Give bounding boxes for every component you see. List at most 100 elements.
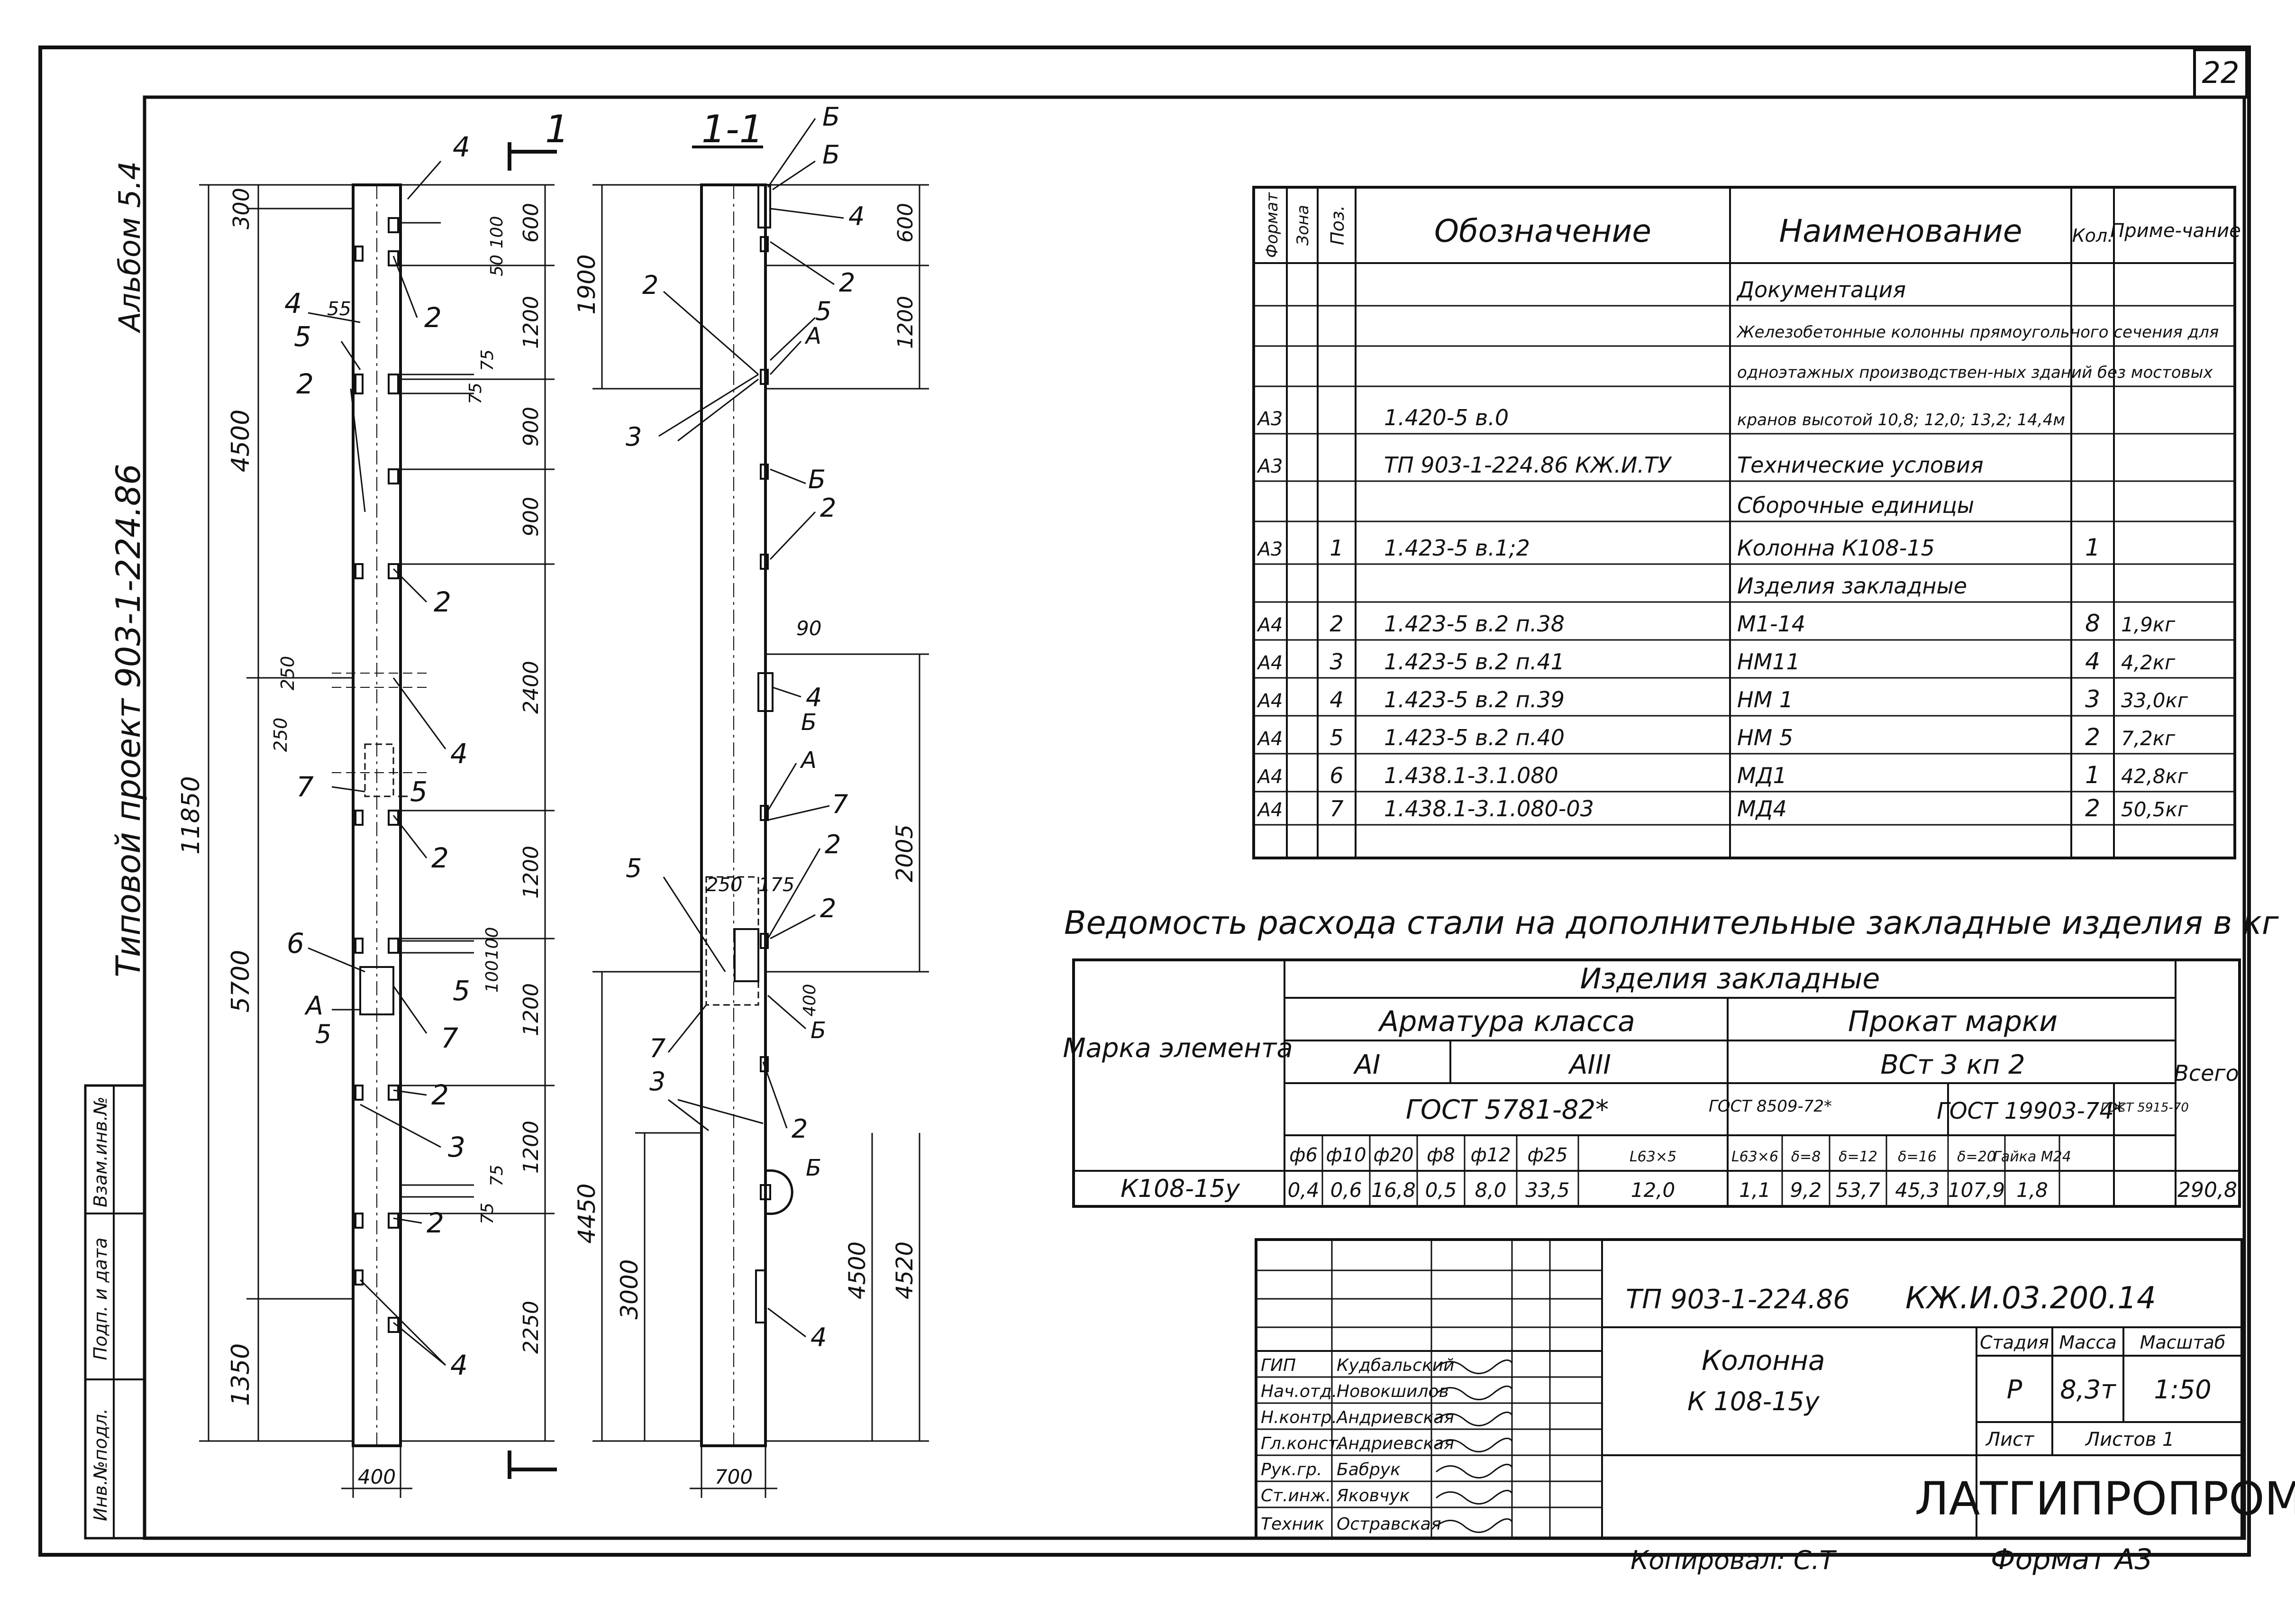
- svg-text:7: 7: [296, 771, 314, 803]
- steel-gost-19903: ГОСТ 19903-74*: [1937, 1098, 2125, 1124]
- svg-text:2: 2: [424, 301, 442, 334]
- steel-table: Марка элемента Изделия закладные Арматур…: [1063, 958, 2241, 1208]
- steel-col-4: ф12: [1470, 1144, 1511, 1166]
- steel-total-header: Всего: [2174, 1060, 2239, 1086]
- steel-val-8: 9,2: [1790, 1178, 1822, 1202]
- spec-cell-des: 1.423-5 в.1;2: [1384, 535, 1530, 561]
- svg-text:3: 3: [448, 1131, 465, 1163]
- spec-cell-pos: 7: [1330, 796, 1343, 821]
- section-view: 1-1 1: [573, 102, 929, 1498]
- stamp-name: Андриевская: [1336, 1408, 1454, 1427]
- spec-cell-des: 1.423-5 в.2 п.38: [1384, 611, 1565, 637]
- stamp-stage: Р: [2007, 1375, 2022, 1405]
- steel-val-9: 53,7: [1836, 1178, 1880, 1202]
- spec-cell-fmt: А4: [1257, 799, 1283, 821]
- svg-text:100: 100: [483, 927, 502, 960]
- svg-text:100: 100: [483, 960, 502, 993]
- outer-frame: [38, 46, 2251, 1557]
- svg-text:175: 175: [758, 874, 794, 896]
- stamp-title-1: Колонна: [1702, 1344, 1825, 1377]
- steel-val-11: 107,9: [1948, 1178, 2005, 1202]
- front-rdim-8: 2250: [519, 1301, 543, 1354]
- svg-text:75: 75: [478, 1203, 497, 1224]
- stamp-role: Рук.гр.: [1261, 1460, 1322, 1479]
- svg-text:Б: Б: [808, 465, 826, 494]
- svg-text:250: 250: [706, 874, 742, 896]
- margin-sign: Подп. и дата: [90, 1238, 111, 1360]
- spec-cell-fmt: А3: [1257, 456, 1283, 477]
- stamp-title-2: К 108-15у: [1687, 1387, 1820, 1416]
- spec-cell-fmt: А3: [1257, 408, 1283, 430]
- steel-class-a1: AI: [1353, 1049, 1381, 1080]
- sheet-number-box: [2193, 48, 2248, 99]
- steel-val-10: 45,3: [1895, 1178, 1940, 1202]
- svg-text:7: 7: [832, 789, 848, 819]
- stamp-name: Остравская: [1337, 1515, 1441, 1534]
- spec-cell-qty: 1: [2085, 761, 2100, 789]
- spec-cell-name: Железобетонные колонны прямоугольного се…: [1736, 323, 2219, 342]
- steel-val-2: 16,8: [1371, 1178, 1416, 1202]
- svg-text:1200: 1200: [893, 296, 918, 349]
- stamp-mass-header: Масса: [2059, 1332, 2116, 1353]
- stamp-role: ГИП: [1261, 1356, 1296, 1375]
- svg-text:6: 6: [287, 927, 304, 959]
- spec-cell-note: 1,9кг: [2121, 613, 2176, 636]
- spec-cell-name: НМ 1: [1737, 687, 1793, 712]
- spec-cell-name: МД4: [1737, 796, 1787, 821]
- svg-text:600: 600: [893, 203, 918, 243]
- svg-text:7: 7: [441, 1022, 458, 1054]
- svg-text:5: 5: [294, 320, 311, 353]
- spec-cell-name: Технические условия: [1737, 452, 1984, 478]
- spec-cell-note: 7,2кг: [2121, 727, 2176, 750]
- section-dim-1900: 1900: [573, 254, 601, 314]
- stamp-role: Гл.конст.: [1261, 1434, 1343, 1453]
- steel-col-0: ф6: [1289, 1144, 1318, 1166]
- svg-text:90: 90: [796, 617, 821, 640]
- front-dim-1350: 1350: [227, 1343, 255, 1406]
- svg-text:5: 5: [315, 1019, 331, 1049]
- spec-cell-fmt: А4: [1257, 728, 1283, 750]
- svg-text:4520: 4520: [892, 1241, 918, 1299]
- spec-h-note: Приме-чание: [2110, 220, 2241, 242]
- stamp-sheets-label: Листов 1: [2085, 1429, 2175, 1451]
- steel-col-1: ф10: [1326, 1144, 1366, 1166]
- svg-text:2: 2: [296, 368, 314, 400]
- spec-cell-name: Изделия закладные: [1737, 573, 1967, 599]
- steel-col-8: δ=8: [1791, 1149, 1821, 1165]
- spec-cell-name: М1-14: [1737, 611, 1805, 637]
- spec-h-format: Формат: [1263, 192, 1282, 258]
- svg-text:2: 2: [792, 1114, 808, 1144]
- steel-gost-5915: ГОСТ 5915-70: [2101, 1101, 2189, 1115]
- steel-col-10: δ=16: [1898, 1149, 1937, 1165]
- spec-cell-qty: 3: [2085, 685, 2100, 713]
- spec-cell-pos: 1: [1330, 535, 1343, 561]
- svg-text:4: 4: [453, 131, 470, 163]
- front-rdim-3: 900: [519, 497, 543, 537]
- stamp-role: Нач.отд.: [1261, 1382, 1337, 1401]
- spec-cell-name: Колонна К108-15: [1737, 535, 1935, 561]
- spec-cell-qty: 2: [2085, 794, 2100, 822]
- front-view: 1: [177, 107, 569, 1498]
- section-dim-4450: 4450: [573, 1183, 601, 1243]
- svg-text:3: 3: [626, 422, 642, 452]
- steel-val-5: 33,5: [1525, 1178, 1570, 1202]
- front-dim-5700: 5700: [227, 950, 255, 1013]
- steel-val-12: 1,8: [2016, 1178, 2048, 1202]
- steel-mark: К108-15у: [1120, 1175, 1240, 1203]
- stamp-code-right: КЖ.И.03.200.14: [1905, 1281, 2156, 1316]
- steel-val-4: 8,0: [1475, 1178, 1507, 1202]
- format-label: Формат А3: [1991, 1543, 2153, 1576]
- spec-cell-note: 42,8кг: [2121, 765, 2188, 788]
- svg-text:2005: 2005: [892, 824, 918, 882]
- svg-text:75: 75: [478, 349, 497, 371]
- spec-cell-qty: 2: [2085, 723, 2100, 751]
- stamp-name: Кудбальский: [1337, 1356, 1455, 1375]
- svg-text:5: 5: [815, 296, 831, 326]
- spec-cell-pos: 2: [1330, 611, 1343, 637]
- front-callouts: 4 4 5 2 2 2 4 7 5 2 6 A 5 5 7 2 3 2 4: [284, 131, 470, 1381]
- spec-cell-name: НМ 5: [1737, 725, 1793, 750]
- signature: [1436, 1385, 1513, 1400]
- stamp-mass: 8,3т: [2060, 1375, 2116, 1405]
- album-label: Альбом 5.4: [112, 161, 147, 334]
- front-rdim-5: 1200: [519, 846, 543, 899]
